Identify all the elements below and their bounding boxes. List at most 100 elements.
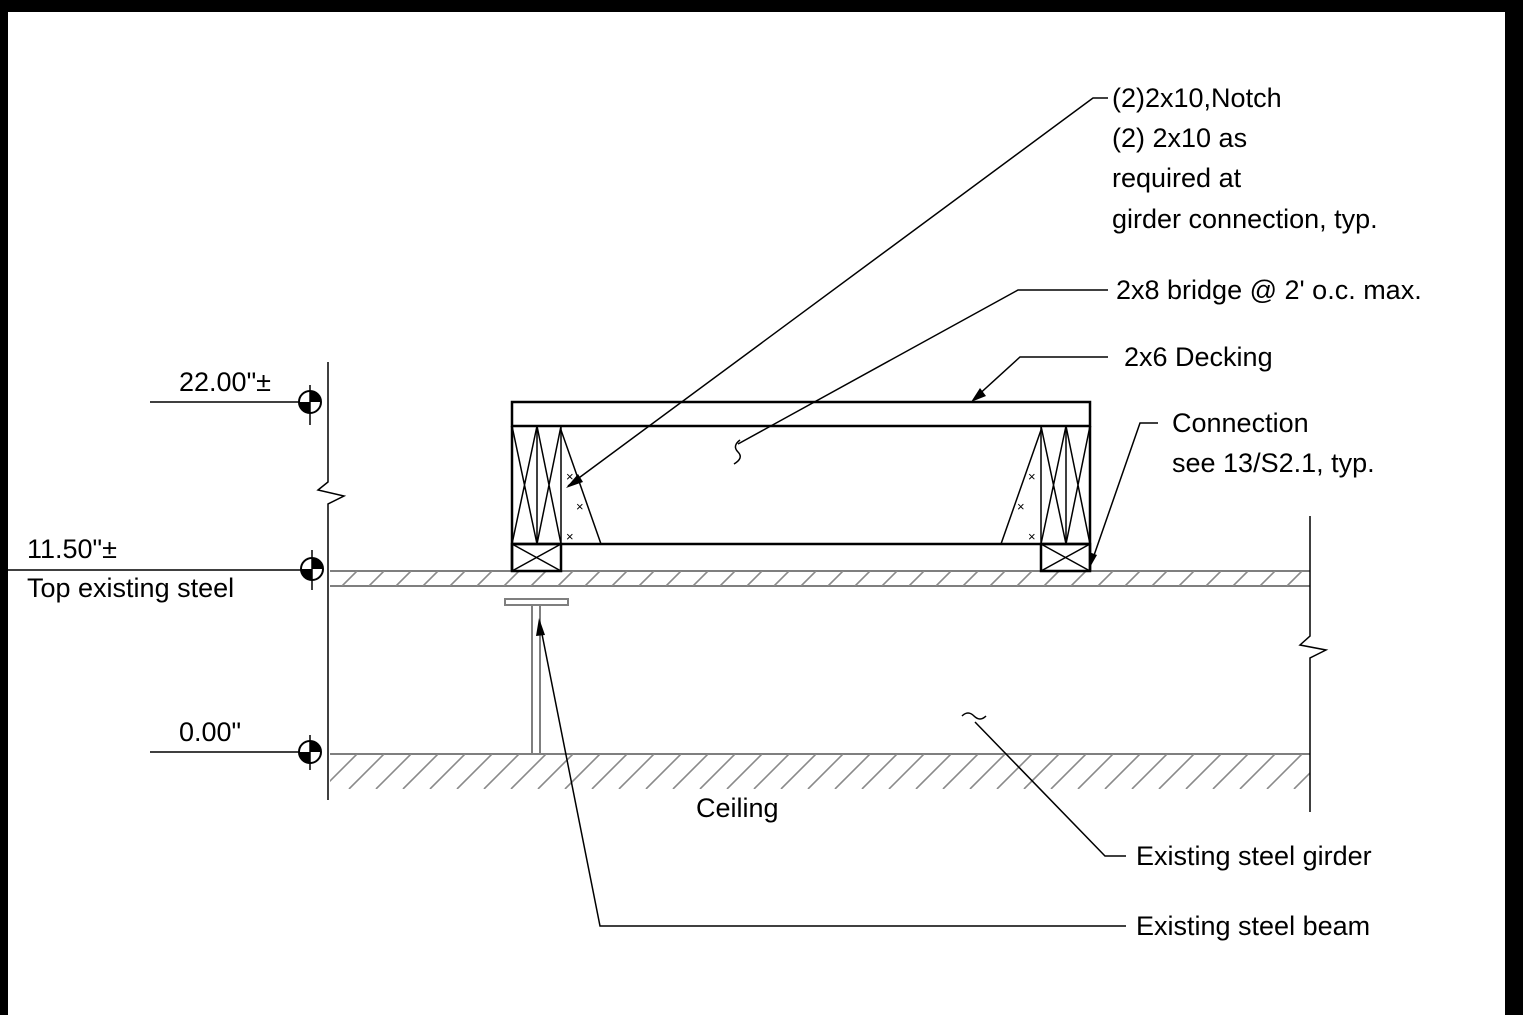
hatch-line <box>1016 571 1033 586</box>
svg-text:×: × <box>1017 499 1025 514</box>
notch-callout-line-3: required at <box>1112 163 1242 193</box>
hatch-line <box>368 571 385 586</box>
hatch-line <box>780 754 817 789</box>
elevation-marker-base <box>298 735 322 770</box>
hatch-line <box>618 754 655 789</box>
elevation-base-label: 0.00" <box>179 717 241 747</box>
bridge-callout: 2x8 bridge @ 2' o.c. max. <box>1116 275 1422 305</box>
hatch-line <box>1043 571 1060 586</box>
beam-callout: Existing steel beam <box>1136 911 1370 941</box>
hatch-line <box>449 571 466 586</box>
ceiling-label: Ceiling <box>696 793 779 823</box>
hatch-line <box>591 754 628 789</box>
hatch-line <box>1077 754 1114 789</box>
hatch-line <box>1178 571 1195 586</box>
connection-callout-line-2: see 13/S2.1, typ. <box>1172 448 1375 478</box>
hatch-line <box>665 571 682 586</box>
hatch-line <box>996 754 1033 789</box>
hatch-line <box>1205 571 1222 586</box>
labels: 22.00"± 11.50"± Top existing steel 0.00"… <box>27 83 1422 941</box>
hatch-line <box>1259 571 1276 586</box>
notch-callout-line-4: girder connection, typ. <box>1112 204 1378 234</box>
hatch-line <box>861 754 898 789</box>
hatch-line <box>341 571 358 586</box>
top-existing-steel-label: Top existing steel <box>27 573 234 603</box>
decking-board <box>510 400 1092 428</box>
hatch-line <box>699 754 736 789</box>
elevation-marker-mid <box>300 550 324 590</box>
hatch-line <box>530 571 547 586</box>
hatch-line <box>348 754 385 789</box>
hatch-line <box>1131 754 1168 789</box>
hatch-line <box>1151 571 1168 586</box>
svg-text:×: × <box>1028 469 1036 484</box>
hatch-line <box>395 571 412 586</box>
hatch-line <box>1097 571 1114 586</box>
elevation-mid-label: 11.50"± <box>27 534 117 564</box>
svg-text:×: × <box>566 469 574 484</box>
girder-callout: Existing steel girder <box>1136 841 1372 871</box>
hatch-line <box>375 754 412 789</box>
leader-lines <box>536 97 1158 927</box>
hatch-line <box>1212 754 1249 789</box>
svg-text:×: × <box>576 499 584 514</box>
hatch-line <box>692 571 709 586</box>
hatch-line <box>827 571 844 586</box>
hatch-line <box>476 571 493 586</box>
arrow-beam <box>536 618 545 636</box>
hatch-line <box>962 571 979 586</box>
hatch-line <box>1158 754 1195 789</box>
hatch-line <box>915 754 952 789</box>
hatch-line <box>746 571 763 586</box>
arrow-connection <box>1089 552 1097 569</box>
hatch-line <box>881 571 898 586</box>
hatch-line <box>611 571 628 586</box>
hatch-line <box>1185 754 1222 789</box>
ceiling-hatch <box>330 754 1310 789</box>
new-framing: × × × × × × <box>510 400 1092 573</box>
hatch-line <box>672 754 709 789</box>
decking-callout: 2x6 Decking <box>1124 342 1273 372</box>
hatch-line <box>888 754 925 789</box>
notch-callout-line-2: (2) 2x10 as <box>1112 123 1247 153</box>
notch-callout-line-1: (2)2x10,Notch <box>1112 83 1282 113</box>
elevation-lines <box>8 362 347 800</box>
hatch-line <box>645 754 682 789</box>
hatch-line <box>429 754 466 789</box>
hatch-line <box>942 754 979 789</box>
hatch-line <box>1266 754 1303 789</box>
hatch-line <box>1232 571 1249 586</box>
hatch-line <box>969 754 1006 789</box>
hatch-line <box>402 754 439 789</box>
hatch-line <box>1124 571 1141 586</box>
arrow-decking <box>971 388 986 402</box>
hatch-line <box>935 571 952 586</box>
existing-steel-girder <box>330 516 1329 812</box>
hatch-line <box>584 571 601 586</box>
hatch-line <box>483 754 520 789</box>
hatch-line <box>719 571 736 586</box>
elevation-marker-top <box>298 385 322 425</box>
hatch-line <box>1050 754 1087 789</box>
hatch-line <box>1314 571 1329 586</box>
hatch-line <box>1023 754 1060 789</box>
hatch-line <box>807 754 844 789</box>
hatch-line <box>834 754 871 789</box>
hatch-line <box>908 571 925 586</box>
arrow-notch <box>566 474 583 488</box>
hatch-line <box>330 754 358 783</box>
hatch-line <box>773 571 790 586</box>
svg-text:×: × <box>1028 529 1036 544</box>
hatch-line <box>638 571 655 586</box>
hatch-line <box>753 754 790 789</box>
girder-top-flange-hatch <box>330 571 1329 586</box>
hatch-line <box>510 754 547 789</box>
hatch-line <box>1293 771 1310 789</box>
hatch-line <box>557 571 574 586</box>
hatch-line <box>503 571 520 586</box>
connection-callout-line-1: Connection <box>1172 408 1309 438</box>
svg-text:×: × <box>566 529 574 544</box>
hatch-line <box>564 754 601 789</box>
